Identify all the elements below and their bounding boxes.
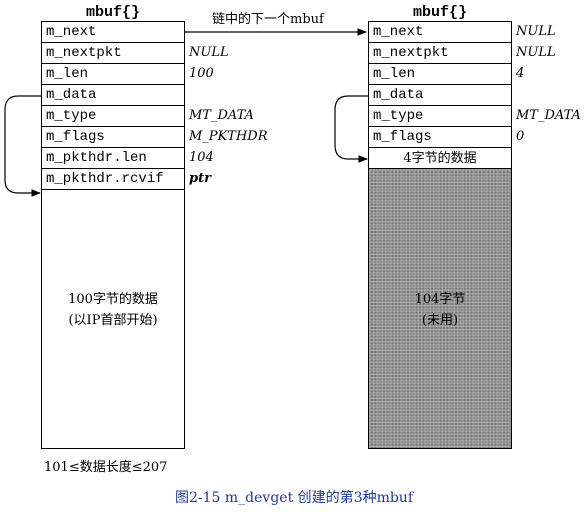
right-unused-line2: (未用) [421, 313, 459, 328]
next-mbuf-label: 链中的下一个mbuf [212, 12, 324, 27]
left-field-m-type: m_type [42, 106, 184, 127]
left-value-m-type: MT_DATA [189, 108, 254, 123]
figure-caption: 图2-15 m_devget 创建的第3种mbuf [175, 490, 413, 506]
right-value-m-type: MT_DATA [516, 108, 581, 123]
left-value-m-len: 100 [189, 66, 214, 81]
right-unused-area [369, 169, 511, 448]
left-field-m-pkthdr-rcvif: m_pkthdr.rcvif [42, 169, 184, 190]
right-value-m-next: NULL [516, 24, 556, 39]
left-value-m-pkthdr-len: 104 [189, 150, 214, 165]
right-unused-line1: 104字节 [414, 292, 466, 307]
left-field-m-flags: m_flags [42, 127, 184, 148]
left-field-m-nextpkt: m_nextpkt [42, 43, 184, 64]
right-data-pointer-arrow [334, 95, 368, 163]
right-value-m-len: 4 [516, 66, 525, 81]
left-mbuf-box: m_next m_nextpkt m_len m_data m_type m_f… [41, 21, 185, 449]
left-value-m-flags: M_PKTHDR [189, 129, 268, 144]
right-field-m-len: m_len [369, 64, 511, 85]
right-data-4-bytes: 4字节的数据 [369, 148, 511, 169]
left-value-m-pkthdr-rcvif: ptr [189, 171, 211, 186]
left-field-m-data: m_data [42, 85, 184, 106]
left-value-m-nextpkt: NULL [189, 45, 229, 60]
right-field-m-type: m_type [369, 106, 511, 127]
right-field-m-next: m_next [369, 22, 511, 43]
left-data-line2: (以IP首部开始) [68, 313, 158, 328]
length-label: 101≤数据长度≤207 [44, 460, 168, 475]
right-field-m-data: m_data [369, 85, 511, 106]
right-mbuf-title: mbuf{} [412, 4, 467, 21]
right-field-m-flags: m_flags [369, 127, 511, 148]
left-field-m-pkthdr-len: m_pkthdr.len [42, 148, 184, 169]
left-data-pointer-arrow [4, 95, 41, 197]
left-field-m-next: m_next [42, 22, 184, 43]
right-value-m-flags: 0 [516, 129, 525, 144]
left-mbuf-title: mbuf{} [85, 4, 140, 21]
left-field-m-len: m_len [42, 64, 184, 85]
left-data-line1: 100字节的数据 [68, 292, 158, 307]
right-mbuf-box: m_next m_nextpkt m_len m_data m_type m_f… [368, 21, 512, 449]
right-field-m-nextpkt: m_nextpkt [369, 43, 511, 64]
right-value-m-nextpkt: NULL [516, 45, 556, 60]
